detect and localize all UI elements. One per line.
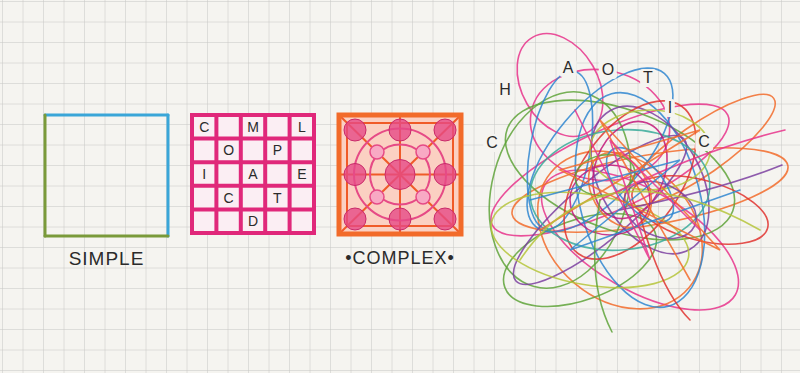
chaotic-scribble-part: [575, 110, 700, 260]
complex-pattern-part-part: [344, 119, 366, 141]
complicated-grid-lines-part: [192, 231, 314, 235]
complicated-grid-lines-part: [192, 137, 314, 141]
complex-pattern-part-part: [389, 208, 411, 230]
complicated-grid-text: C: [224, 191, 234, 205]
complex-pattern-part-part: [354, 129, 446, 221]
chaotic-scribble: [468, 18, 794, 341]
chaotic-scribble-text: C: [695, 133, 713, 151]
chaotic-scribble-text: H: [496, 81, 514, 99]
complicated-grid-text: M: [247, 120, 259, 134]
complicated-grid-text: A: [248, 167, 257, 181]
complicated-grid-text: D: [248, 214, 258, 228]
complicated-grid-text: O: [223, 143, 234, 157]
simple-square-outline-part: [45, 235, 168, 238]
complicated-grid-lines-part: [192, 160, 314, 164]
complex-pattern-part-part: [434, 164, 456, 186]
complicated-grid-text: T: [273, 191, 282, 205]
simple-square-outline-part: [44, 115, 47, 236]
complex-pattern-part-part: [416, 190, 430, 204]
complex-pattern-part: [339, 115, 461, 234]
complex-pattern-part-part: [370, 145, 384, 159]
chaotic-scribble-part: [615, 170, 706, 249]
complicated-grid-text: E: [297, 167, 306, 181]
complex-pattern-part: [339, 115, 461, 234]
complex-pattern-part-part: [370, 145, 430, 205]
complicated-grid-lines-part: [190, 115, 194, 233]
complicated-grid-lines-part: [214, 115, 218, 233]
complicated-grid-lines-part: [263, 115, 267, 233]
chaotic-scribble-text: I: [665, 99, 675, 117]
complex-pattern-part-part: [339, 115, 461, 234]
complicated-grid-text: P: [273, 143, 282, 157]
complex-pattern: •COMPLEX•: [339, 115, 461, 234]
complicated-grid-lines-part: [312, 115, 316, 233]
complex-pattern-part: [339, 115, 461, 234]
complex-pattern-part-part: [434, 208, 456, 230]
complicated-grid: C M L O P I A E C T D: [192, 115, 314, 233]
chaotic-scribble-text: T: [640, 69, 656, 87]
simple-square-outline-part: [167, 115, 170, 236]
chaotic-scribble-part: [537, 78, 722, 283]
complicated-grid-lines-part: [192, 115, 314, 233]
complicated-grid-lines-part: [239, 115, 243, 233]
complex-pattern-part: [344, 119, 456, 230]
chaotic-scribble-part: [520, 191, 760, 260]
chaotic-scribble-part: [612, 78, 788, 222]
complicated-grid-lines: [192, 115, 314, 233]
simple-square-text: SIMPLE: [69, 249, 145, 268]
chaotic-scribble-text: O: [599, 61, 617, 79]
complex-pattern-part-part: [434, 119, 456, 141]
complicated-grid-text: L: [298, 120, 306, 134]
chaotic-scribble-part: [595, 200, 612, 332]
complex-pattern-part-part: [344, 164, 366, 186]
chaotic-scribble-part: [600, 130, 785, 200]
complex-pattern-text: •COMPLEX•: [345, 249, 455, 267]
chaotic-scribble: C H A O TI C: [480, 15, 792, 345]
complicated-grid-lines-part: [192, 207, 314, 211]
complex-pattern-part-part: [389, 119, 411, 141]
complex-pattern: [339, 115, 461, 234]
chaotic-scribble-text: A: [560, 59, 577, 77]
complex-pattern-part-part: [370, 190, 384, 204]
complicated-grid-lines-part: [288, 115, 292, 233]
simple-square-outline: [45, 115, 168, 236]
complex-pattern-part: [370, 145, 430, 204]
simple-square: SIMPLE: [45, 115, 168, 236]
complex-pattern-part: [354, 129, 446, 221]
complicated-grid-lines-part: [192, 113, 314, 117]
simple-square-outline-part: [45, 114, 168, 117]
chaotic-scribble-part: [554, 78, 727, 322]
complicated-grid-lines-part: [192, 184, 314, 188]
complex-pattern-part-part: [416, 145, 430, 159]
complicated-grid-text: I: [202, 167, 206, 181]
complicated-grid-text: C: [199, 120, 209, 134]
complex-pattern-part-part: [339, 115, 461, 234]
complex-pattern-part-part: [344, 208, 366, 230]
chaotic-scribble-part: [496, 116, 703, 303]
chaotic-scribble-text: C: [483, 134, 501, 152]
complex-pattern-part-part: [385, 160, 415, 190]
